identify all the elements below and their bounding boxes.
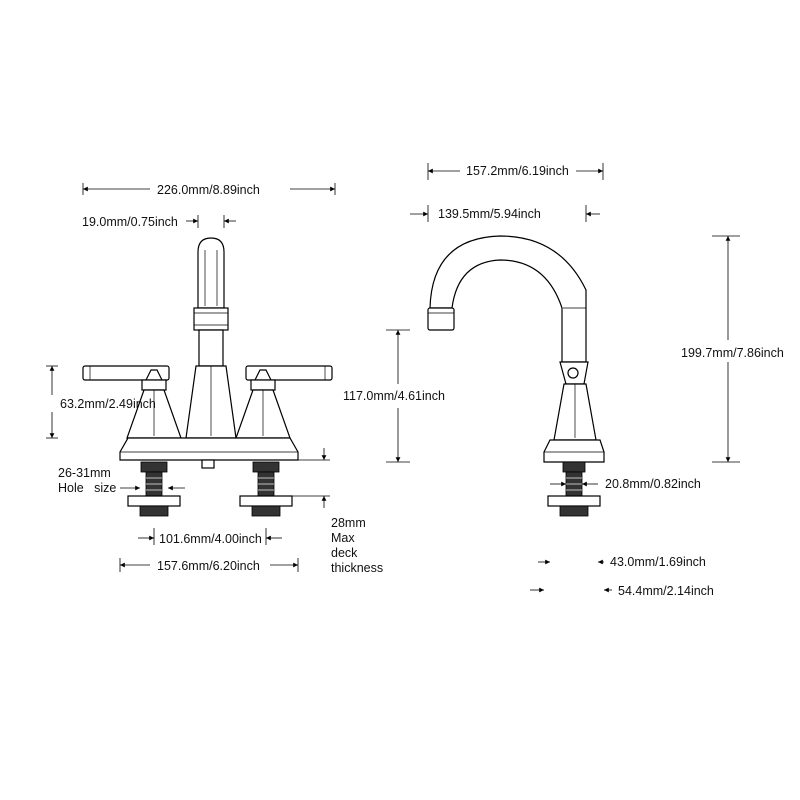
- front-spout: [185, 237, 237, 439]
- overall-height-label: 199.7mm/7.86inch: [681, 346, 784, 360]
- shank-diameter-label: 20.8mm/0.82inch: [605, 477, 701, 491]
- spout-diameter-label: 19.0mm/0.75inch: [82, 215, 178, 229]
- front-dimension-lines: [46, 183, 336, 572]
- deck-thickness-label-2: Max: [331, 531, 355, 545]
- side-shank: [547, 461, 601, 517]
- hole-size-label-2: Hole size: [58, 481, 116, 495]
- side-total-reach-label: 157.2mm/6.19inch: [466, 164, 569, 178]
- base-depth-label: 43.0mm/1.69inch: [610, 555, 706, 569]
- side-spout: [427, 235, 587, 363]
- front-view: 226.0mm/8.89inch 19.0mm/0.75inch 63.2mm/…: [46, 183, 383, 575]
- hole-size-label-1: 26-31mm: [58, 466, 111, 480]
- side-base: [543, 439, 605, 463]
- side-reach-label: 139.5mm/5.94inch: [438, 207, 541, 221]
- front-left-handle: [82, 365, 182, 439]
- deck-thickness-label-4: thickness: [331, 561, 383, 575]
- deck-thickness-label-3: deck: [331, 546, 358, 560]
- front-overall-width-label: 226.0mm/8.89inch: [157, 183, 260, 197]
- front-right-shank: [239, 461, 293, 517]
- handle-height-label: 63.2mm/2.49inch: [60, 397, 156, 411]
- side-dimension-lines: [386, 163, 740, 593]
- deck-thickness-label-1: 28mm: [331, 516, 366, 530]
- spout-height-label: 117.0mm/4.61inch: [343, 389, 445, 403]
- side-view: 157.2mm/6.19inch 139.5mm/5.94inch 117.0m…: [343, 163, 784, 598]
- center-spacing-label: 101.6mm/4.00inch: [159, 532, 262, 546]
- front-left-shank: [127, 461, 181, 517]
- front-right-handle: [235, 365, 333, 439]
- side-body: [553, 361, 597, 441]
- base-width-label: 157.6mm/6.20inch: [157, 559, 260, 573]
- base-depth-total-label: 54.4mm/2.14inch: [618, 584, 714, 598]
